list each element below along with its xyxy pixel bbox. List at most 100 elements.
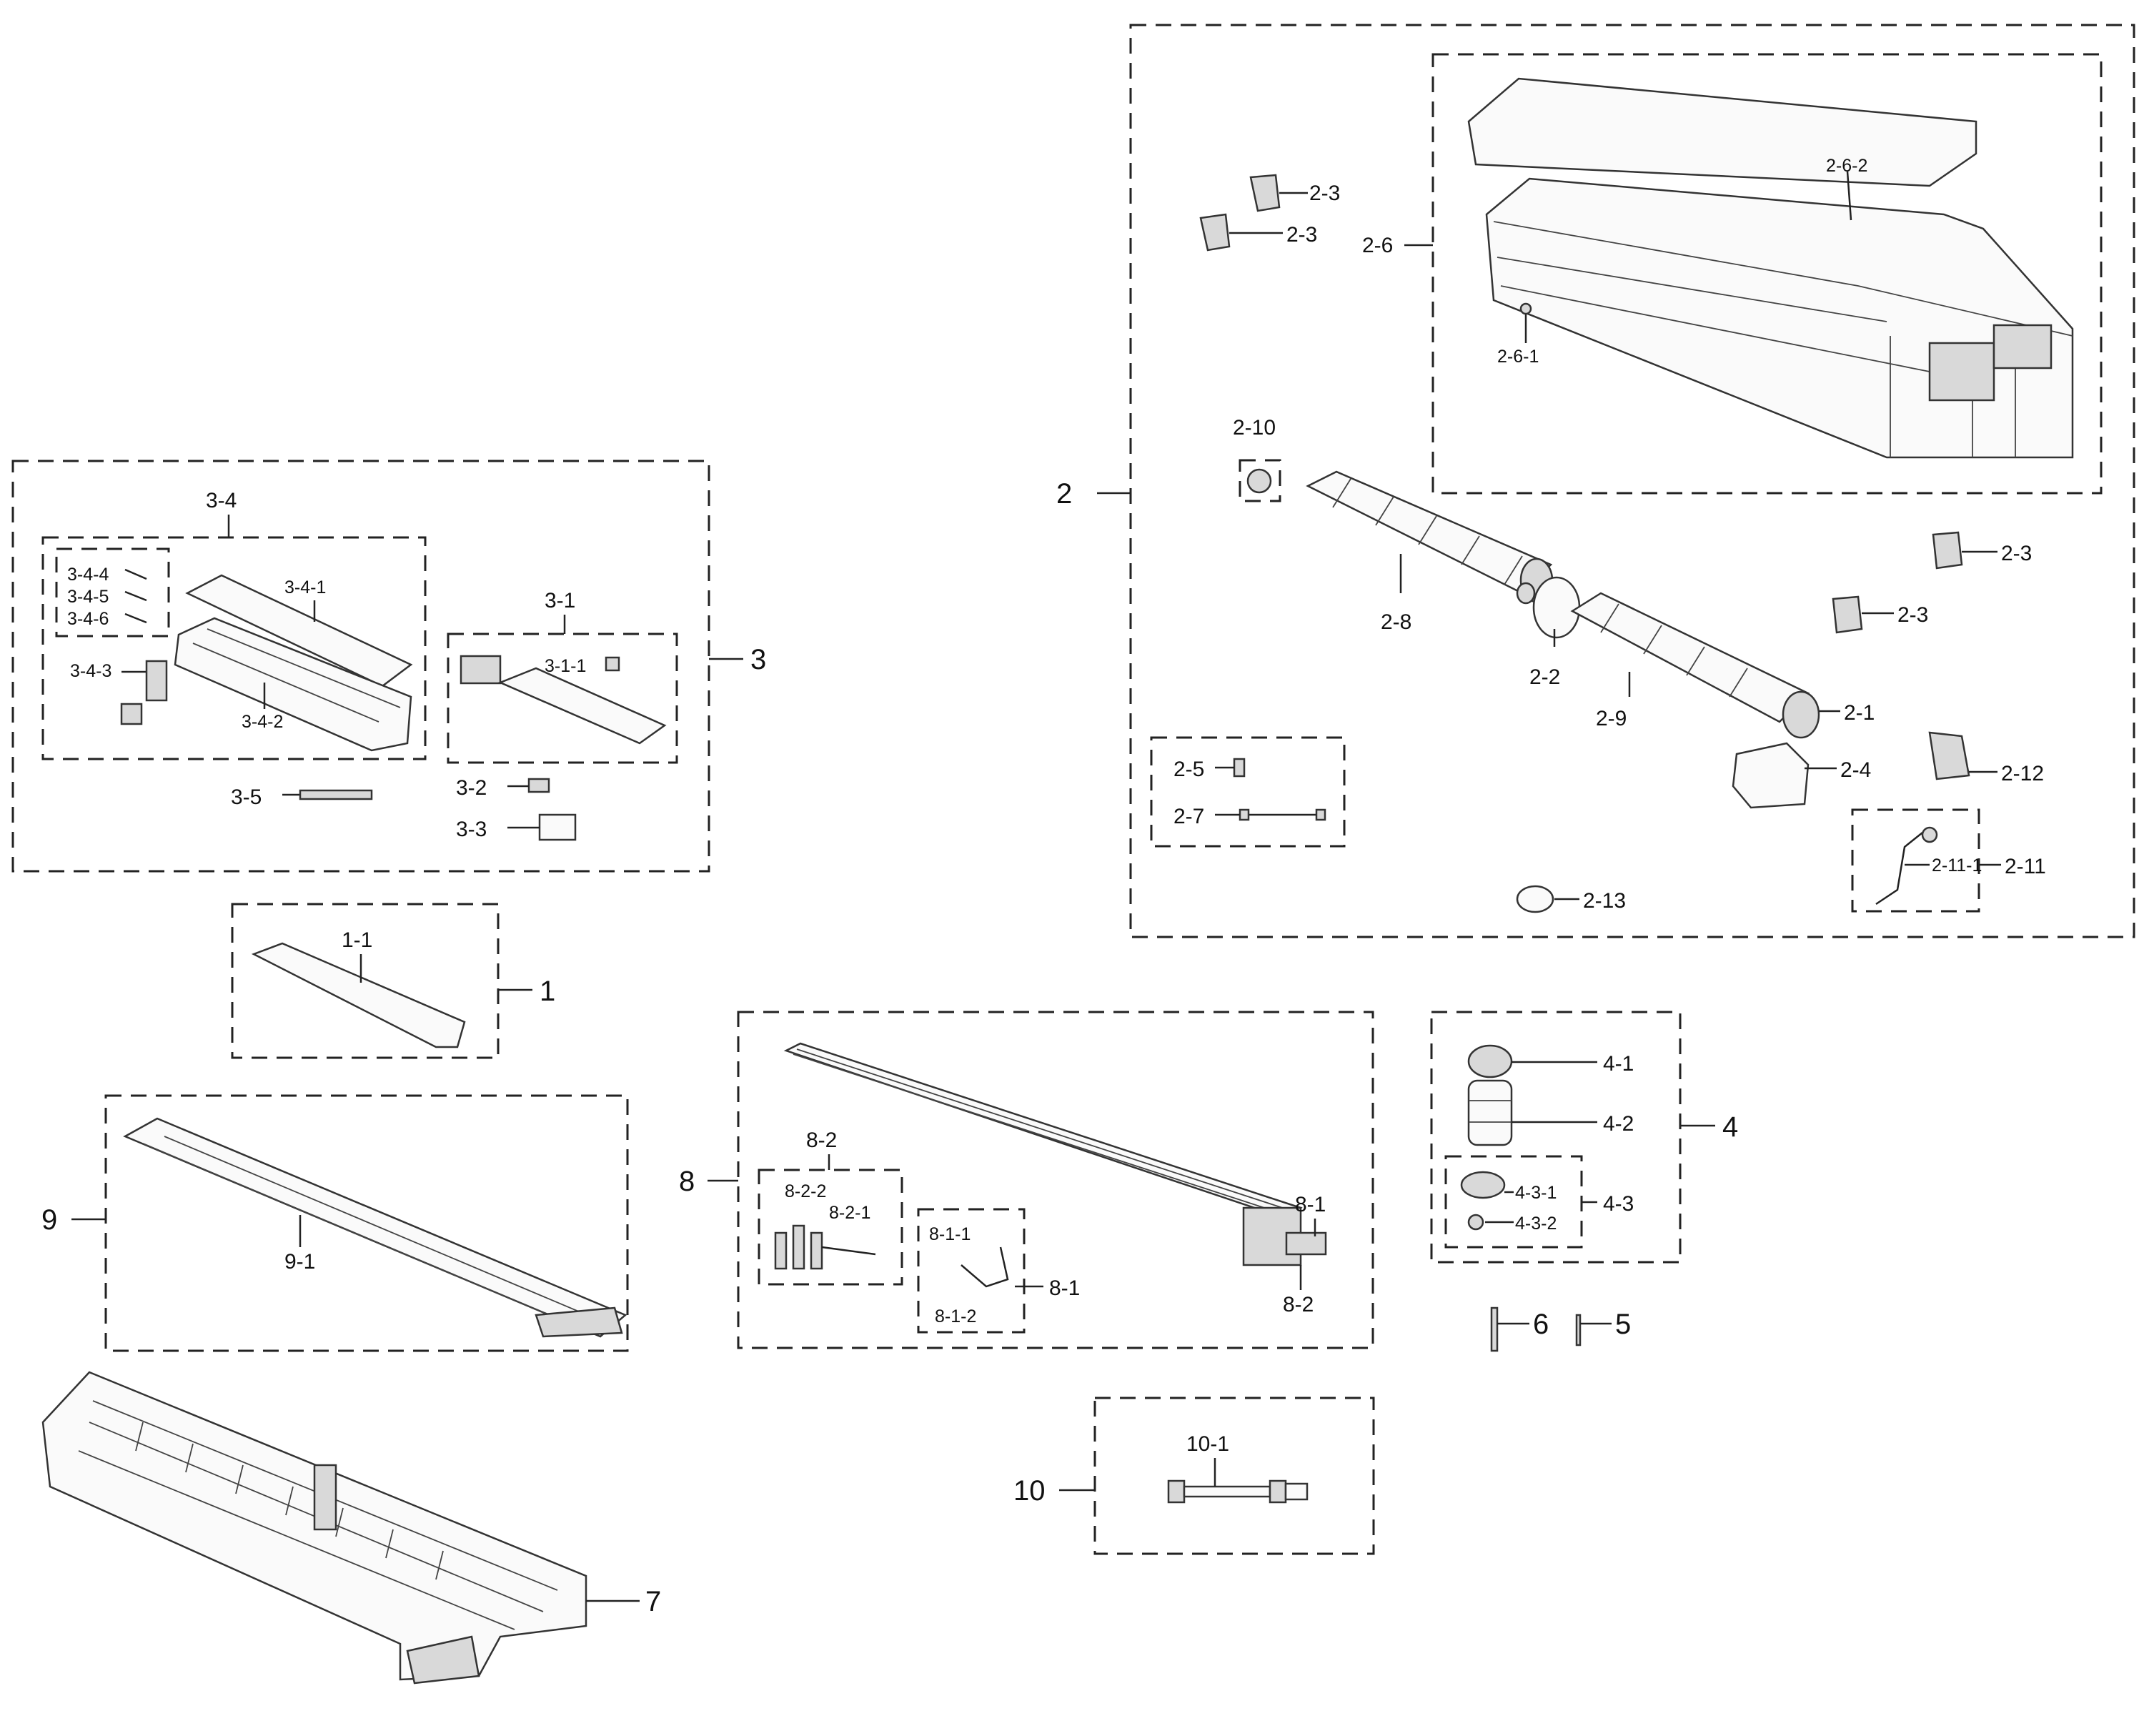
sub-2-11-frame [1851, 808, 1980, 913]
group-10: 10 10-1 [1013, 1397, 1375, 1555]
front-frame-part [41, 1371, 587, 1685]
terminal-part [460, 655, 502, 685]
fan-motor-part [1467, 1079, 1513, 1146]
label-3-4-3: 3-4-3 [70, 661, 111, 681]
group-7-label: 7 [645, 1586, 661, 1617]
label-2-11-1: 2-11-1 [1932, 855, 1982, 876]
group-6-label: 6 [1533, 1309, 1549, 1340]
label-2-10: 2-10 [1233, 416, 1276, 440]
cable-part [299, 789, 373, 800]
label-2-5: 2-5 [1173, 758, 1204, 781]
label-3-4-4: 3-4-4 [67, 565, 109, 585]
drain-hose-part [1875, 832, 1923, 906]
group-3-label: 3 [750, 644, 766, 675]
sub-8-2-frame [758, 1169, 903, 1286]
label-8-1-b: 8-1 [1049, 1276, 1080, 1300]
group-8-frame [737, 1011, 1374, 1349]
cover-part-2-12 [1928, 731, 1970, 780]
evaporator-pipe-part [783, 1042, 1327, 1266]
sub-2-5-2-7-frame [1150, 736, 1346, 848]
plate-part [251, 942, 466, 1048]
label-2-1: 2-1 [1844, 701, 1875, 725]
label-2-3-a: 2-3 [1309, 182, 1340, 205]
group-9-frame [104, 1094, 629, 1352]
sub-3-4-4-frame [55, 547, 170, 638]
label-2-13: 2-13 [1583, 889, 1626, 913]
label-2-11: 2-11 [2005, 855, 2046, 878]
sensor-part [1233, 758, 1246, 778]
label-3-2: 3-2 [456, 776, 487, 800]
group-8: 8 8-1 8-2 8-2 8-2-2 8-2-1 8-1-1 8-1-2 8-… [679, 1011, 1374, 1349]
label-part-3-2 [527, 778, 550, 793]
sub-8-1-frame [917, 1208, 1026, 1334]
label-4-3-1: 4-3-1 [1515, 1183, 1557, 1203]
label-10-1: 10-1 [1186, 1432, 1229, 1456]
label-2-6-1: 2-6-1 [1497, 347, 1539, 367]
group-10-label: 10 [1013, 1475, 1046, 1507]
label-2-4: 2-4 [1840, 758, 1871, 782]
bracket-part [1199, 174, 1963, 634]
label-4-2: 4-2 [1603, 1112, 1634, 1136]
label-8-2-1: 8-2-1 [829, 1203, 870, 1223]
screw-part [1467, 1214, 1484, 1231]
group-1: 1-1 1 [231, 903, 555, 1059]
control-box-cover-part [174, 574, 413, 752]
label-3-3: 3-3 [456, 818, 487, 841]
motor-holder-part [1732, 742, 1810, 809]
group-10-frame [1093, 1397, 1375, 1555]
label-1-1: 1-1 [342, 928, 372, 952]
label-2-12: 2-12 [2001, 762, 2044, 785]
label-8-2-2: 8-2-2 [785, 1181, 826, 1201]
valve-part [774, 1224, 876, 1270]
evaporator-housing-part [1467, 77, 2074, 459]
bearing-part [1246, 468, 1272, 494]
label-3-4-2: 3-4-2 [242, 712, 283, 732]
group-8-label: 8 [679, 1166, 695, 1197]
cross-flow-fan-right-part [1570, 592, 1820, 739]
sheet-part-3-3 [538, 813, 577, 841]
label-9-1: 9-1 [284, 1250, 315, 1274]
sub-4-3-frame [1444, 1155, 1583, 1249]
group-9-label: 9 [41, 1204, 57, 1236]
label-2-8: 2-8 [1381, 610, 1411, 634]
pipe-part [961, 1246, 1009, 1288]
label-2-7: 2-7 [1173, 805, 1204, 828]
group-5-label: 5 [1615, 1309, 1631, 1340]
label-3-5: 3-5 [231, 785, 262, 809]
sub-2-6-frame [1431, 53, 2103, 495]
label-3-1-1: 3-1-1 [545, 656, 586, 676]
group-3: 3 3-4 3-4-4 3-4-5 3-4-6 3-4-1 3-4-2 3-4-… [11, 460, 766, 873]
sub-3-1-frame [447, 633, 678, 764]
part-6 [1490, 1306, 1499, 1352]
group-1-label: 1 [540, 976, 555, 1007]
label-8-1-1: 8-1-1 [929, 1224, 971, 1244]
motor-holder-part-4-3-1 [1460, 1171, 1506, 1199]
label-4-1: 4-1 [1603, 1052, 1634, 1076]
label-3-4-5: 3-4-5 [67, 587, 109, 607]
label-8-1-2: 8-1-2 [935, 1306, 976, 1326]
label-3-1: 3-1 [545, 589, 575, 612]
label-3-4: 3-4 [206, 489, 237, 512]
label-2-9: 2-9 [1596, 707, 1627, 730]
group-2-label: 2 [1056, 478, 1072, 510]
label-2-3-d: 2-3 [1897, 603, 1928, 627]
label-3-4-6: 3-4-6 [67, 609, 109, 629]
sub-2-10-frame [1239, 459, 1281, 502]
label-8-2-b: 8-2 [1283, 1293, 1314, 1316]
clip-part [145, 660, 168, 702]
group-1-frame [231, 903, 500, 1059]
group-2-frame [1129, 24, 2135, 938]
louver-part [123, 1117, 627, 1338]
label-4-3-2: 4-3-2 [1515, 1214, 1557, 1234]
label-8-1-a: 8-1 [1295, 1193, 1326, 1216]
label-8-2-a: 8-2 [806, 1129, 837, 1152]
part-5 [1575, 1314, 1582, 1346]
label-3-4-1: 3-4-1 [284, 577, 326, 597]
label-2-6: 2-6 [1362, 234, 1393, 257]
motor-mount-part [1467, 1044, 1513, 1078]
connector-pipe-part [1167, 1479, 1309, 1504]
cap-part-2-13 [1516, 885, 1554, 913]
pcb-part [497, 667, 667, 745]
cross-flow-fan-left-part [1306, 470, 1554, 603]
